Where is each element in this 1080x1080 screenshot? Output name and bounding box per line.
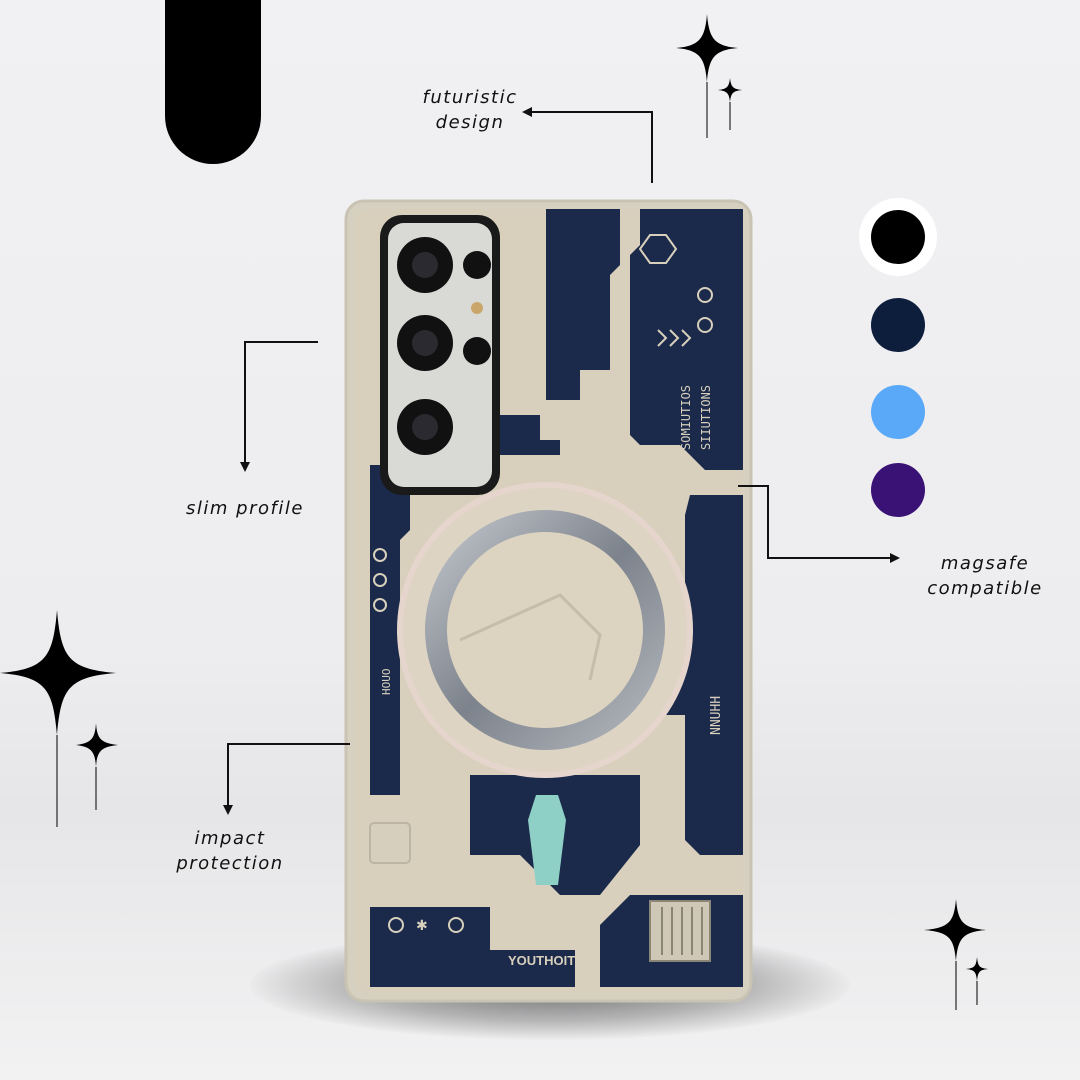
case-text-block: FEANSTIIEF	[664, 757, 679, 835]
sparkle-icon-top	[676, 14, 742, 138]
sparkle-icon-bottom-right	[924, 899, 988, 1010]
feature-label-impact: impact protection	[176, 828, 284, 874]
feature-label-futuristic: futuristic design	[422, 87, 518, 133]
mint-accent	[528, 795, 566, 885]
color-swatch-purple[interactable]	[871, 463, 925, 517]
case-text-block: SIIUTIONS	[699, 385, 713, 450]
arrowhead-right-icon	[890, 553, 900, 563]
callout-line-slim	[244, 341, 318, 462]
case-text-block: NNUHH	[709, 696, 724, 735]
color-swatch-black[interactable]	[871, 210, 925, 264]
brand-text: YOUTHOIT	[508, 953, 575, 968]
arrowhead-left-icon	[522, 107, 532, 117]
feature-label-slim: slim profile	[186, 498, 304, 519]
navy-panel	[500, 415, 560, 455]
callout-line-impact	[227, 743, 350, 805]
color-swatch-sky-blue[interactable]	[871, 385, 925, 439]
arrowhead-down-icon	[223, 805, 233, 815]
feature-label-magsafe: magsafe compatible	[927, 553, 1043, 599]
callout-line-magsafe	[738, 485, 890, 559]
navy-panel	[370, 907, 575, 987]
navy-panel	[685, 495, 743, 855]
color-swatch-navy[interactable]	[871, 298, 925, 352]
arrowhead-down-icon	[240, 462, 250, 472]
decorative-pill	[165, 0, 261, 164]
svg-text:✱: ✱	[416, 918, 428, 934]
navy-panel	[546, 209, 620, 400]
callout-line-futuristic	[530, 111, 653, 183]
case-text-block: HOUO	[380, 669, 393, 696]
case-text-block: SOMIUTIOS	[679, 385, 693, 450]
sparkle-icon-left	[0, 610, 118, 827]
navy-panel	[630, 209, 743, 470]
phone-case-image: ✱ YOUTHOIT SOMIUTIOS SIIUTIONS FEANSTIIE…	[344, 199, 753, 1003]
navy-panel	[370, 465, 410, 795]
